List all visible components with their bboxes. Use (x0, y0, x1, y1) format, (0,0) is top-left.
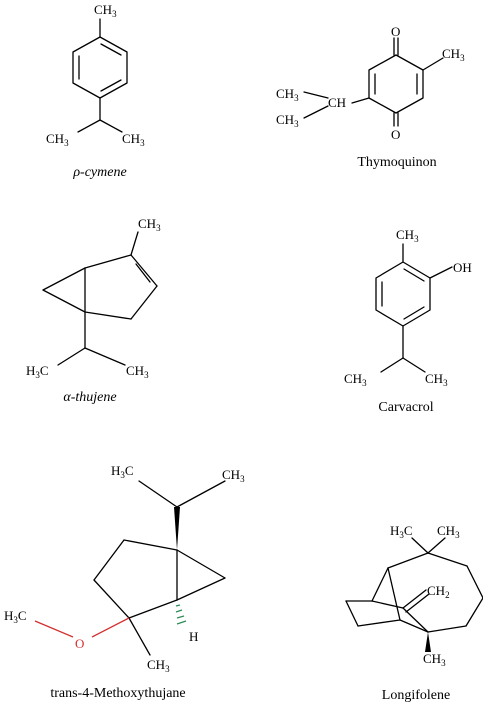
alpha-thujene-left-methyl-label: H3C (26, 363, 49, 380)
carvacrol-methyl-label: CH3 (396, 227, 419, 244)
alpha-thujene-bonds (42, 231, 158, 366)
p-cymene-right-methyl-label: CH3 (122, 131, 145, 148)
longifolene-ch2-label: CH2 (427, 583, 450, 600)
thymoquinon-ch3-a-label: CH3 (276, 86, 299, 103)
longifolene-name: Longifolene (382, 688, 450, 703)
alpha-thujene-methyl-label: CH3 (138, 216, 161, 233)
methoxythujane-wedge-bond (174, 507, 180, 550)
methoxythujane-oc-bond (34, 620, 74, 638)
molecule-carvacrol: CH3 OH CH3 CH3 Carvacrol (344, 227, 472, 415)
thymoquinon-ch-label: CH (328, 95, 346, 110)
methoxythujane-hash-bond (175, 604, 187, 625)
longifolene-wedge-bond (425, 632, 431, 652)
carvacrol-right-methyl-label: CH3 (425, 371, 448, 388)
p-cymene-name: ρ-cymene (72, 165, 126, 180)
methoxythujane-o-label: O (75, 636, 84, 651)
molecule-methoxythujane: H3C CH3 H3C O CH3 H trans-4-Methoxythuja… (4, 463, 245, 701)
thymoquinon-ch3-b-label: CH3 (276, 112, 299, 129)
molecule-longifolene: H3C CH3 CH2 CH3 Longifolene (345, 523, 483, 703)
carvacrol-bonds (375, 243, 453, 373)
carvacrol-name: Carvacrol (378, 400, 433, 415)
carvacrol-oh-label: OH (453, 260, 472, 275)
thymoquinon-bonds (303, 37, 444, 127)
methoxythujane-top-right-label: CH3 (222, 467, 245, 484)
carvacrol-left-methyl-label: CH3 (344, 371, 367, 388)
thymoquinon-o-bottom: O (391, 127, 400, 142)
thymoquinon-methyl-label: CH3 (442, 46, 465, 63)
methoxythujane-methyl-label: CH3 (147, 657, 170, 674)
methoxythujane-co-bond (91, 617, 130, 638)
p-cymene-left-methyl-label: CH3 (46, 131, 69, 148)
longifolene-bonds (345, 537, 483, 633)
alpha-thujene-right-methyl-label: CH3 (126, 363, 149, 380)
longifolene-top-left-label: H3C (390, 523, 413, 540)
methoxythujane-methoxy-label: H3C (4, 608, 27, 625)
methoxythujane-name: trans-4-Methoxythujane (50, 686, 185, 701)
longifolene-methyl-label: CH3 (423, 651, 446, 668)
thymoquinon-name: Thymoquinon (357, 155, 436, 170)
molecule-p-cymene: CH3 CH3 CH3 ρ-cymene (46, 2, 145, 180)
methoxythujane-bonds (93, 480, 226, 656)
methoxythujane-top-left-label: H3C (111, 463, 134, 480)
p-cymene-bonds (72, 18, 128, 133)
methoxythujane-h-label: H (189, 629, 198, 644)
molecule-thymoquinon: O O CH3 CH CH3 CH3 Thymoquinon (276, 24, 465, 170)
p-cymene-methyl-label: CH3 (94, 2, 117, 19)
thymoquinon-o-top: O (391, 24, 400, 39)
longifolene-top-right-label: CH3 (437, 523, 460, 540)
molecule-alpha-thujene: CH3 H3C CH3 α-thujene (26, 216, 161, 405)
alpha-thujene-name: α-thujene (63, 390, 116, 405)
